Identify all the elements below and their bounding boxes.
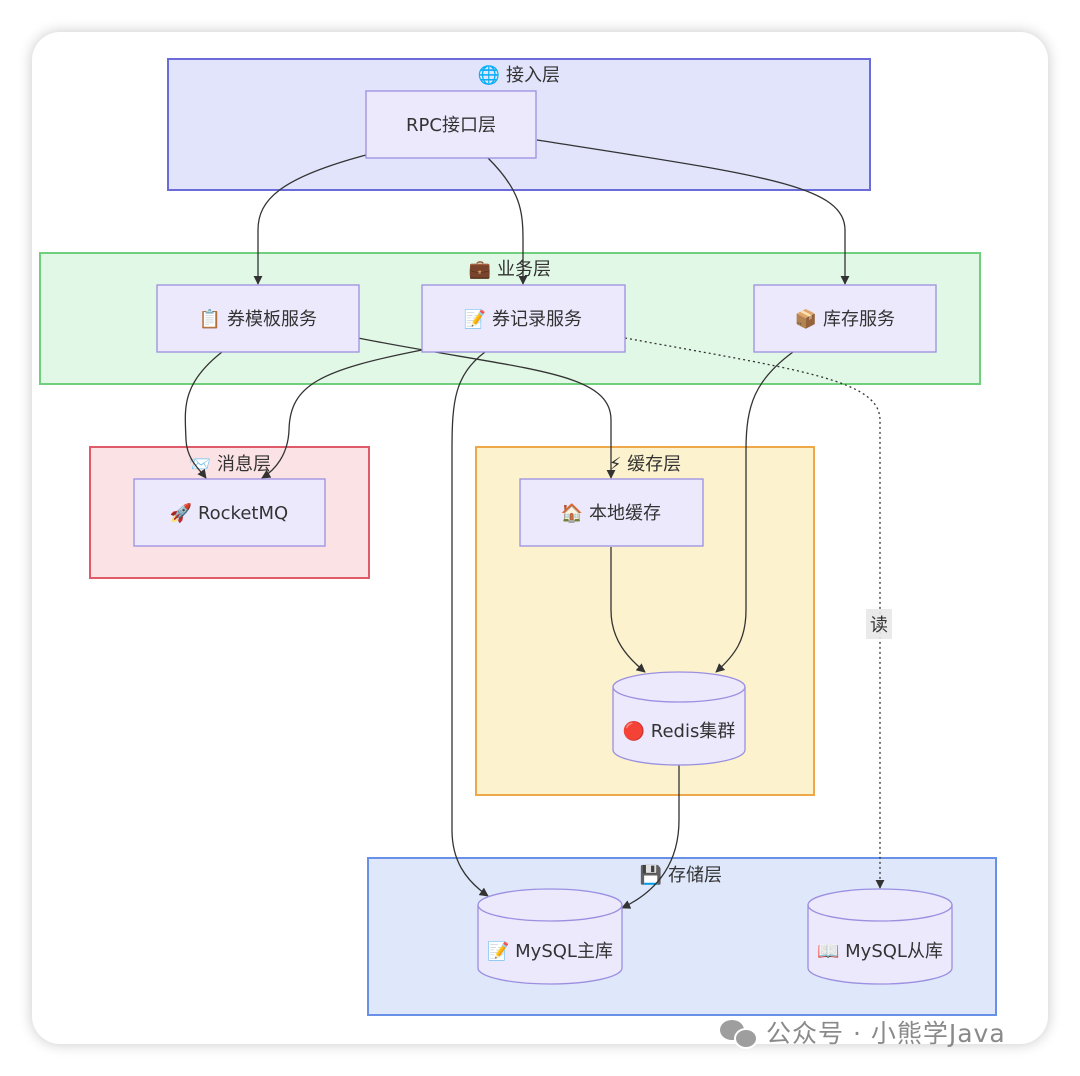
layer-storage-label: 💾 存储层 [640, 864, 722, 886]
node-coupon-record-label: 📝 券记录服务 [464, 308, 582, 330]
edges [184, 139, 885, 909]
watermark: 公众号 · 小熊学Java [718, 1012, 1048, 1052]
node-inventory[interactable]: 📦 库存服务 [753, 284, 937, 353]
edge-rpc-to-coupon-record [487, 157, 528, 285]
node-redis-label: 🔴 Redis集群 [623, 720, 736, 742]
edge-label-read-text: 读 [870, 615, 888, 636]
node-coupon-record[interactable]: 📝 券记录服务 [421, 284, 626, 353]
node-rpc-label: RPC接口层 [406, 115, 496, 136]
node-inventory-label: 📦 库存服务 [795, 308, 895, 330]
edge-coupon-record-to-rocketmq [261, 349, 423, 479]
node-coupon-template-label: 📋 券模板服务 [199, 308, 317, 330]
edge-rpc-to-inventory [536, 139, 850, 285]
node-mysql-master-label: 📝 MySQL主库 [487, 940, 613, 962]
node-mysql-slave[interactable]: 📖 MySQL从库 [807, 888, 953, 985]
node-mysql-slave-label: 📖 MySQL从库 [817, 941, 943, 962]
watermark-text: 公众号 · 小熊学Java [766, 1019, 1006, 1048]
node-rpc[interactable]: RPC接口层 [365, 90, 537, 159]
node-rocketmq-label: 🚀 RocketMQ [170, 502, 288, 524]
edge-coupon-record-to-mysql-master [451, 351, 489, 897]
node-redis[interactable]: 🔴 Redis集群 [612, 671, 746, 766]
node-coupon-template[interactable]: 📋 券模板服务 [156, 284, 360, 353]
node-mysql-master[interactable]: 📝 MySQL主库 [477, 888, 623, 985]
edge-coupon-template-to-local-cache [357, 337, 616, 479]
wechat-icon [718, 1016, 758, 1049]
edge-inventory-to-redis [715, 351, 794, 673]
edge-coupon-template-to-rocketmq [184, 351, 223, 479]
node-local-cache[interactable]: 🏠 本地缓存 [519, 478, 704, 547]
layer-access-label: 🌐 接入层 [478, 64, 560, 86]
node-rocketmq[interactable]: 🚀 RocketMQ [133, 478, 326, 547]
edge-redis-to-mysql-master [621, 765, 680, 909]
edge-local-cache-to-redis [610, 547, 646, 673]
layer-cache-label: ⚡ 缓存层 [609, 454, 681, 475]
node-local-cache-label: 🏠 本地缓存 [561, 503, 661, 524]
edge-rpc-to-coupon-template [253, 154, 367, 285]
edge-label-read: 读 [866, 609, 892, 639]
layer-message-label: 📨 消息层 [189, 454, 271, 475]
layer-business-label: 💼 业务层 [469, 259, 551, 280]
